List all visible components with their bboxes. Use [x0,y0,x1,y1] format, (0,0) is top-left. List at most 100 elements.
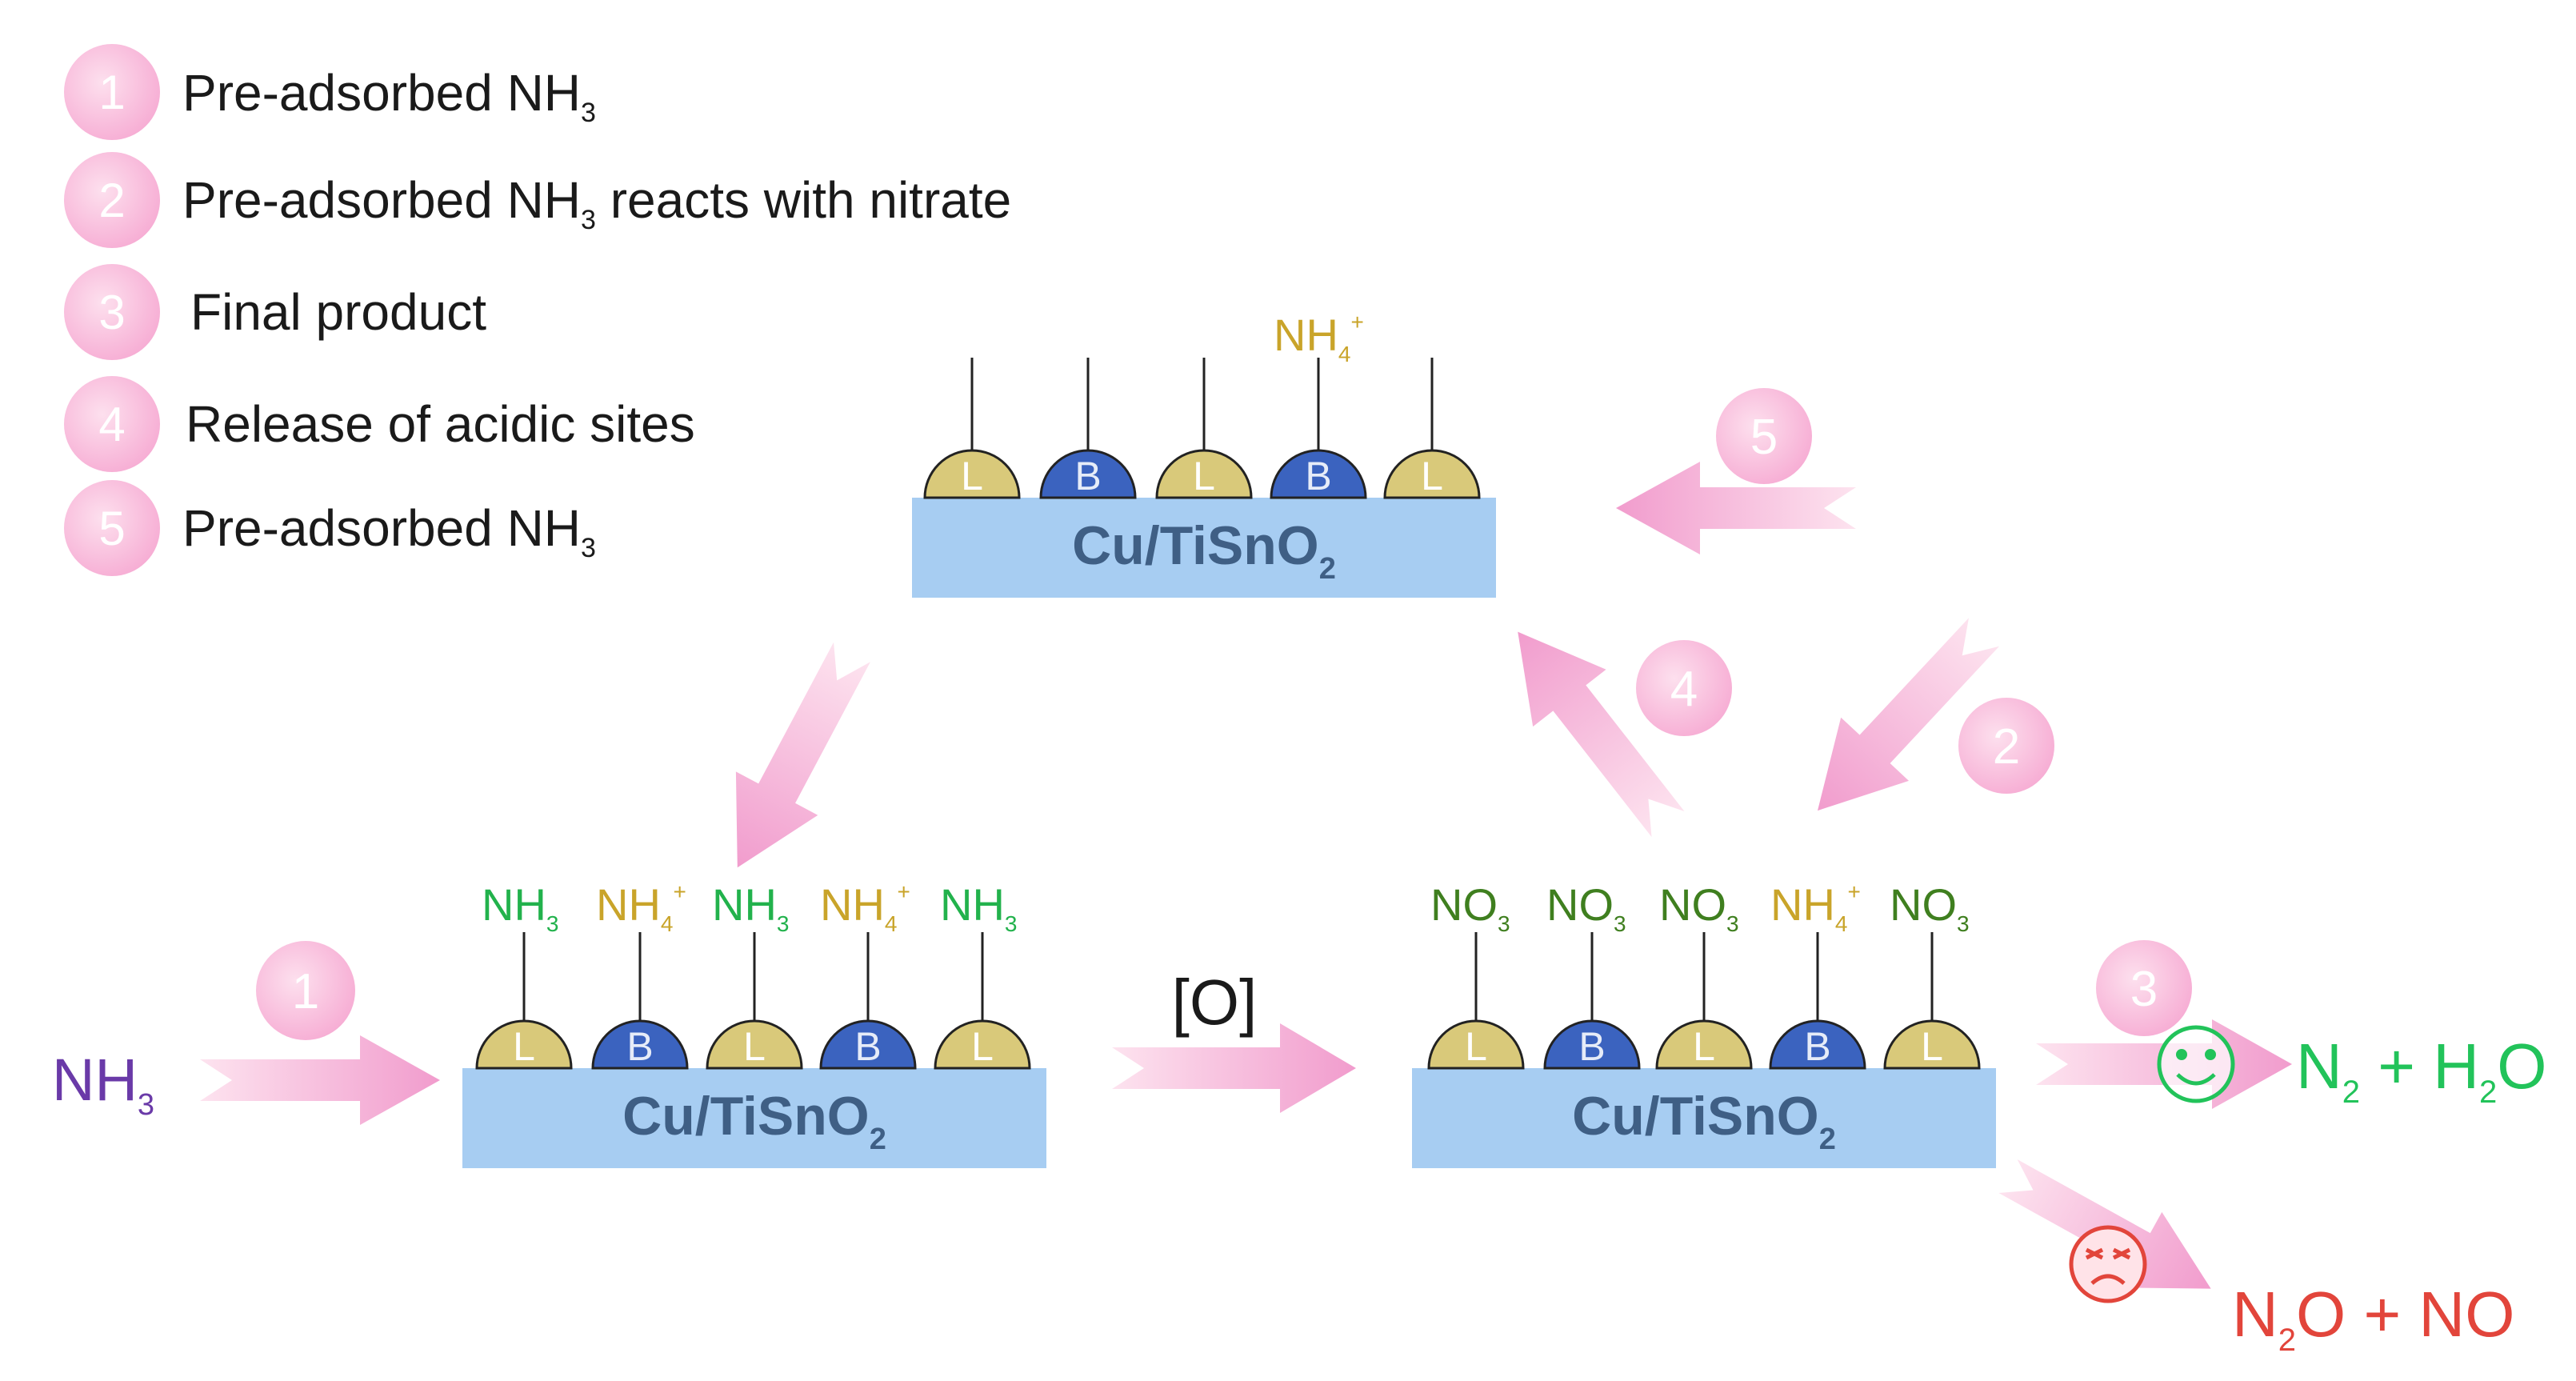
adsorbate-right-1: NO3 [1430,879,1510,936]
oxidant-label: [O] [1172,967,1258,1038]
legend-number-4: 4 [98,398,125,451]
site-letter-right-5: L [1921,1024,1943,1069]
site-right-1: L NO3 [1427,879,1525,1070]
product-good: N2 + H2O [2296,1031,2546,1110]
site-top-2: B [1039,358,1137,499]
site-right-3: L NO3 [1655,879,1753,1070]
bronsted-site-top-4 [1270,449,1367,499]
badge-step-4: 4 [1636,640,1732,736]
legend-badge-1 [64,44,160,140]
legend-text-3: Final product [190,283,486,341]
site-letter-top-4: B [1305,454,1331,498]
legend-text-1: Pre-adsorbed NH3 [182,64,596,128]
site-letter-left-5: L [971,1024,994,1069]
catalyst-panel-right: Cu/TiSnO2 L NO3 B NO3 L NO3 B NH4+ [1412,879,1996,1168]
arrow-step-3-bad [1998,1159,2211,1289]
svg-text:2: 2 [1993,719,2020,775]
svg-text:5: 5 [1750,410,1778,465]
arrow-step-2 [1817,618,2000,811]
adsorbate-right-4: NH4+ [1770,879,1861,936]
legend-number-5: 5 [98,502,125,555]
site-top-1: L [923,358,1021,499]
support-label-left: Cu/TiSnO2 [622,1086,886,1156]
site-letter-top-2: B [1074,454,1101,498]
adsorbate-left-3: NH3 [712,879,789,936]
bronsted-site-right-4 [1769,1019,1866,1070]
site-letter-left-2: B [626,1024,653,1069]
legend-number-2: 2 [98,174,125,227]
site-letter-top-5: L [1421,454,1443,498]
legend-badge-3 [64,264,160,360]
lewis-site-left-3 [706,1019,803,1070]
legend-number-1: 1 [98,66,125,119]
svg-text:4: 4 [1670,662,1698,717]
svg-text:1: 1 [292,964,319,1019]
bronsted-site-top-2 [1039,449,1137,499]
badge-step-3: 3 [2096,940,2192,1036]
lewis-site-right-1 [1427,1019,1525,1070]
reactant-nh3: NH3 [52,1047,154,1122]
lewis-site-right-5 [1883,1019,1981,1070]
adsorbate-top-nh4: NH4+ [1274,310,1364,366]
site-letter-top-3: L [1193,454,1215,498]
site-top-5: L [1383,358,1481,499]
legend-item-4: 4 Release of acidic sites [64,376,695,472]
legend-badge-4 [64,376,160,472]
site-letter-right-4: B [1804,1024,1830,1069]
arrow-step-5 [1616,462,1856,554]
site-right-4: B NH4+ [1769,879,1866,1070]
site-left-5: L NH3 [934,879,1031,1070]
legend-number-3: 3 [98,286,125,339]
legend: 1 Pre-adsorbed NH3 2 Pre-adsorbed NH3 re… [64,44,1011,576]
support-slab-top [912,498,1496,598]
bronsted-site-right-2 [1543,1019,1641,1070]
support-slab-right [1412,1068,1996,1168]
lewis-site-top-5 [1383,449,1481,499]
badge-step-5: 5 [1716,388,1812,484]
arrow-oxidation [1112,1023,1356,1113]
legend-item-2: 2 Pre-adsorbed NH3 reacts with nitrate [64,152,1011,248]
legend-badge-2 [64,152,160,248]
legend-text-5: Pre-adsorbed NH3 [182,499,596,563]
adsorbate-right-5: NO3 [1890,879,1970,936]
site-left-1: L NH3 [475,879,573,1070]
site-letter-left-4: B [854,1024,881,1069]
site-letter-top-1: L [961,454,983,498]
adsorbate-left-5: NH3 [940,879,1017,936]
site-letter-left-1: L [513,1024,535,1069]
legend-text-4: Release of acidic sites [186,395,695,453]
site-left-2: B NH4+ [591,879,689,1070]
angry-face-icon [2069,1225,2147,1303]
legend-item-3: 3 Final product [64,264,486,360]
badge-step-1: 1 [256,941,355,1040]
legend-item-5: 5 Pre-adsorbed NH3 [64,480,596,576]
legend-item-1: 1 Pre-adsorbed NH3 [64,44,596,140]
site-letter-right-3: L [1693,1024,1715,1069]
lewis-site-top-1 [923,449,1021,499]
adsorbate-right-2: NO3 [1546,879,1626,936]
site-left-4: B NH4+ [819,879,917,1070]
site-letter-left-3: L [743,1024,766,1069]
lewis-site-top-3 [1155,449,1253,499]
arrow-step-4 [1518,631,1685,838]
legend-badge-5 [64,480,160,576]
adsorbate-left-1: NH3 [482,879,558,936]
site-left-3: L NH3 [706,879,803,1070]
lewis-site-right-3 [1655,1019,1753,1070]
catalyst-panel-top: Cu/TiSnO2 L B L B L NH4+ [912,310,1496,598]
legend-text-2: Pre-adsorbed NH3 reacts with nitrate [182,171,1011,235]
arrow-top-to-left [735,642,870,868]
site-right-5: L NO3 [1883,879,1981,1070]
bronsted-site-left-2 [591,1019,689,1070]
lewis-site-left-1 [475,1019,573,1070]
happy-face-icon [2157,1025,2235,1103]
support-slab-left [462,1068,1046,1168]
lewis-site-left-5 [934,1019,1031,1070]
badge-step-2: 2 [1958,698,2054,794]
bronsted-site-left-4 [819,1019,917,1070]
svg-text:3: 3 [2130,962,2158,1017]
site-letter-right-2: B [1578,1024,1605,1069]
adsorbate-left-2: NH4+ [596,879,686,936]
catalyst-panel-left: Cu/TiSnO2 L NH3 B NH4+ L NH3 B NH4+ [462,879,1046,1168]
